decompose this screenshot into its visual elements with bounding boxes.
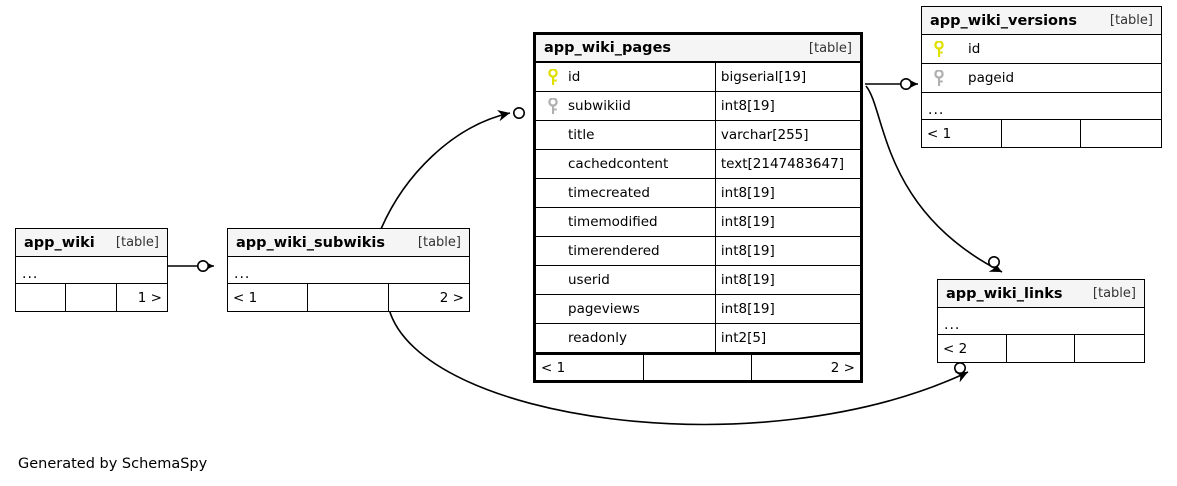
primary-key-icon xyxy=(928,40,950,58)
table-header-app-wiki-versions: app_wiki_versions [table] xyxy=(922,7,1161,35)
table-row: timemodified int8[19] xyxy=(536,208,860,237)
footer-right xyxy=(1075,335,1144,362)
footer-left: < 1 xyxy=(228,284,309,311)
column-name: timemodified xyxy=(568,214,658,230)
footer-right xyxy=(1081,120,1161,147)
table-row: id bigserial[19] xyxy=(536,63,860,92)
table-footer-app-wiki-subwikis: < 1 2 > xyxy=(228,284,469,311)
footer-middle xyxy=(644,355,752,380)
column-type: int2[5] xyxy=(714,324,860,352)
table-app-wiki-links[interactable]: app_wiki_links [table] ... < 2 xyxy=(937,279,1145,363)
edge-app-wiki-to-subwikis xyxy=(167,259,214,272)
table-name: app_wiki_versions xyxy=(930,12,1077,29)
footer-right: 2 > xyxy=(439,289,464,306)
column-name: subwikiid xyxy=(568,98,631,114)
column-type: int8[19] xyxy=(714,179,860,207)
table-app-wiki-versions[interactable]: app_wiki_versions [table] id xyxy=(921,6,1162,148)
table-tag: [table] xyxy=(1092,286,1136,301)
table-app-wiki-pages[interactable]: app_wiki_pages [table] id bigserial[19] xyxy=(533,32,863,383)
table-name: app_wiki xyxy=(24,234,95,251)
table-footer-app-wiki: 1 > xyxy=(16,284,167,311)
column-type: int8[19] xyxy=(714,208,860,236)
column-name: readonly xyxy=(568,330,627,346)
table-row: userid int8[19] xyxy=(536,266,860,295)
table-name: app_wiki_links xyxy=(946,285,1063,302)
table-row: id xyxy=(922,35,1161,64)
table-row: subwikiid int8[19] xyxy=(536,92,860,121)
table-row: timerendered int8[19] xyxy=(536,237,860,266)
footer-left: < 1 xyxy=(922,120,1002,147)
column-name: pageviews xyxy=(568,301,640,317)
footer-left xyxy=(16,284,67,311)
table-name: app_wiki_subwikis xyxy=(236,234,385,251)
footer-middle xyxy=(1002,120,1082,147)
table-footer-app-wiki-pages: < 1 2 > xyxy=(536,353,860,380)
table-header-app-wiki-pages: app_wiki_pages [table] xyxy=(536,35,860,63)
column-name: id xyxy=(568,69,581,85)
column-name: pageid xyxy=(968,70,1015,86)
column-name: timerendered xyxy=(568,243,660,259)
table-tag: [table] xyxy=(1109,13,1153,28)
column-type: bigserial[19] xyxy=(714,63,860,91)
table-ellipsis-row: ... xyxy=(922,93,1161,120)
column-type: varchar[255] xyxy=(714,121,860,149)
column-name: id xyxy=(968,41,981,57)
table-tag: [table] xyxy=(115,235,159,250)
table-ellipsis-row: ... xyxy=(228,257,469,284)
table-app-wiki-subwikis[interactable]: app_wiki_subwikis [table] ... < 1 2 > xyxy=(227,228,470,312)
footer-middle xyxy=(66,284,117,311)
table-row: title varchar[255] xyxy=(536,121,860,150)
table-row: readonly int2[5] xyxy=(536,324,860,353)
footer-middle xyxy=(308,284,389,311)
table-footer-app-wiki-versions: < 1 xyxy=(922,120,1161,147)
table-app-wiki[interactable]: app_wiki [table] ... 1 > xyxy=(15,228,168,312)
table-ellipsis-row: ... xyxy=(938,308,1144,335)
table-row: cachedcontent text[2147483647] xyxy=(536,150,860,179)
table-header-app-wiki: app_wiki [table] xyxy=(16,229,167,257)
primary-key-icon xyxy=(542,68,564,86)
column-name: userid xyxy=(568,272,610,288)
foreign-key-icon xyxy=(542,97,564,115)
footer-left: < 2 xyxy=(938,335,1007,362)
table-ellipsis-row: ... xyxy=(16,257,167,284)
footer-right: 2 > xyxy=(830,359,855,376)
column-name: title xyxy=(568,127,595,143)
generated-by-caption: Generated by SchemaSpy xyxy=(18,456,208,472)
column-type: int8[19] xyxy=(714,266,860,294)
footer-left: < 1 xyxy=(536,355,644,380)
table-row: pageid xyxy=(922,64,1161,93)
column-type: int8[19] xyxy=(714,295,860,323)
column-type: int8[19] xyxy=(714,237,860,265)
edge-subwikis-to-pages xyxy=(380,107,525,230)
column-name: timecreated xyxy=(568,185,650,201)
column-name: cachedcontent xyxy=(568,156,669,172)
edge-pages-to-versions xyxy=(865,78,918,91)
table-tag: [table] xyxy=(417,235,461,250)
table-row: timecreated int8[19] xyxy=(536,179,860,208)
footer-middle xyxy=(1007,335,1076,362)
table-footer-app-wiki-links: < 2 xyxy=(938,335,1144,362)
table-header-app-wiki-subwikis: app_wiki_subwikis [table] xyxy=(228,229,469,257)
table-tag: [table] xyxy=(808,40,852,56)
table-row: pageviews int8[19] xyxy=(536,295,860,324)
footer-right: 1 > xyxy=(137,289,162,306)
column-type: text[2147483647] xyxy=(714,150,860,178)
column-type: int8[19] xyxy=(714,92,860,120)
foreign-key-icon xyxy=(928,69,950,87)
table-name: app_wiki_pages xyxy=(544,40,672,56)
table-header-app-wiki-links: app_wiki_links [table] xyxy=(938,280,1144,308)
